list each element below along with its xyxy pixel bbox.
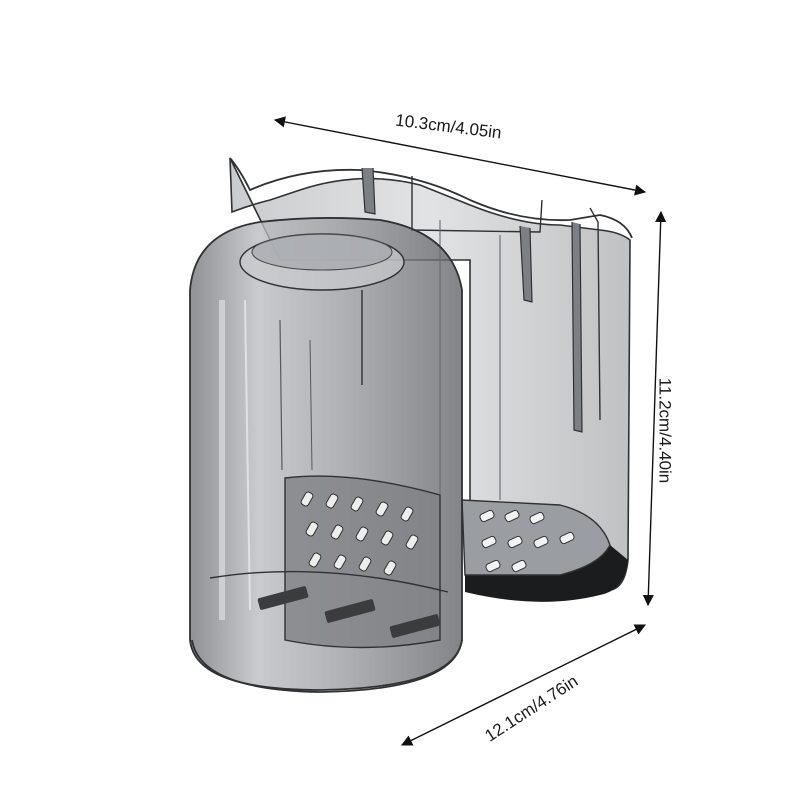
drain-tray xyxy=(461,499,611,576)
depth-arrow xyxy=(400,624,647,746)
width-arrow xyxy=(273,116,647,196)
height-arrow xyxy=(642,210,667,607)
cup-cover xyxy=(189,217,463,693)
height-dimension-label: 11.2cm/4.40in xyxy=(655,377,675,484)
